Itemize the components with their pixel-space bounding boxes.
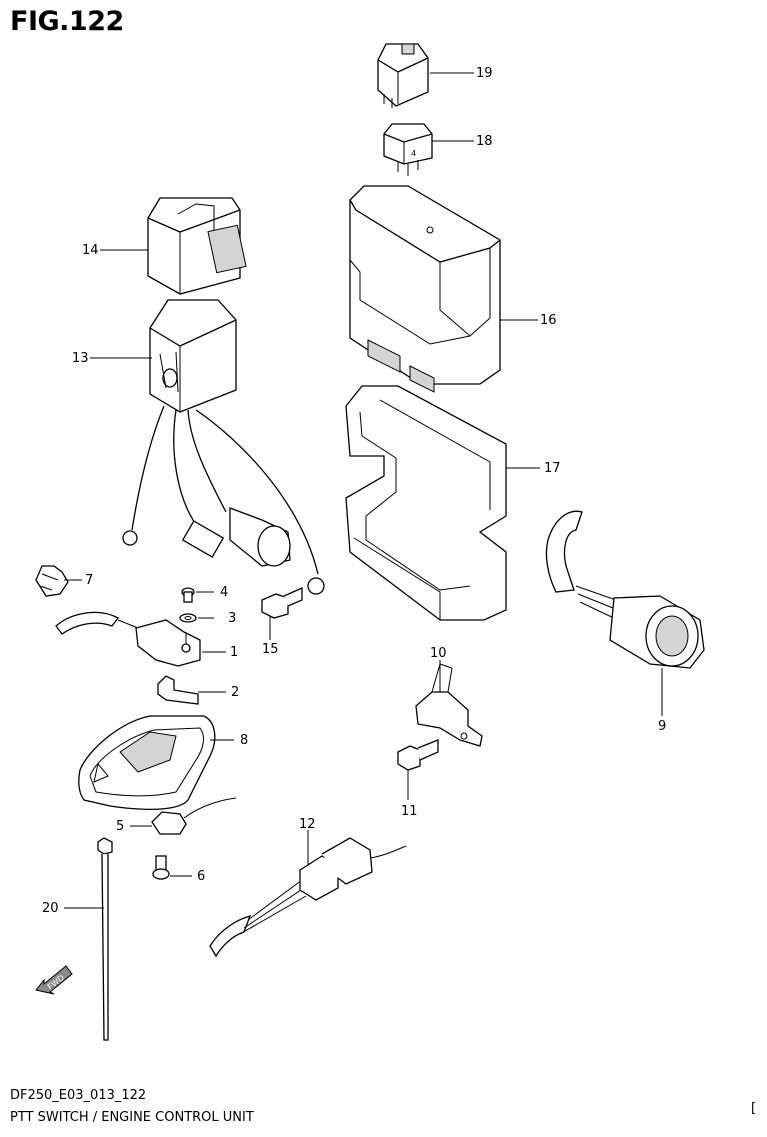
callout-13: 13 xyxy=(72,351,89,366)
callout-5: 5 xyxy=(116,819,125,834)
callout-4: 4 xyxy=(220,585,229,600)
callout-9: 9 xyxy=(658,719,667,734)
callout-6: 6 xyxy=(197,869,206,884)
forward-arrow-icon: FWD xyxy=(35,965,73,995)
part-14-connector-cover xyxy=(100,197,247,295)
part-17-ecu-holder xyxy=(345,385,540,621)
part-18-relay: 4 xyxy=(383,123,474,176)
part-2-bracket xyxy=(157,675,226,705)
part-4-screw xyxy=(181,587,214,603)
callout-20: 20 xyxy=(42,901,59,916)
part-3-washer xyxy=(179,613,214,623)
part-15-bolt xyxy=(261,586,303,640)
callout-8: 8 xyxy=(240,733,249,748)
figure-title: FIG.122 xyxy=(10,6,124,37)
part-11-bolt xyxy=(397,739,439,800)
part-20-cable-tie xyxy=(64,837,113,1041)
part-7-clip xyxy=(35,565,82,597)
callout-1: 1 xyxy=(230,645,239,660)
part-6-screw xyxy=(152,855,192,880)
part-1-ptt-switch xyxy=(55,611,226,667)
edge-bracket-mark: [ xyxy=(751,1101,757,1116)
callout-7: 7 xyxy=(85,573,94,588)
model-code: DF250_E03_013_122 xyxy=(10,1088,147,1103)
part-9-grommet xyxy=(545,510,705,716)
callout-16: 16 xyxy=(540,313,557,328)
callout-18: 18 xyxy=(476,134,493,149)
part-12-harness-connector xyxy=(209,830,407,958)
callout-3: 3 xyxy=(228,611,237,626)
callout-17: 17 xyxy=(544,461,561,476)
figure-caption: PTT SWITCH / ENGINE CONTROL UNIT xyxy=(10,1110,254,1125)
part-13-unit-with-harness xyxy=(90,299,325,595)
part-16-engine-control-unit xyxy=(349,185,538,393)
part-10-clamp xyxy=(415,660,483,747)
callout-11: 11 xyxy=(401,804,418,819)
callout-12: 12 xyxy=(299,817,316,832)
callout-15: 15 xyxy=(262,642,279,657)
callout-2: 2 xyxy=(231,685,240,700)
callout-14: 14 xyxy=(82,243,99,258)
part-19-relay xyxy=(377,43,474,108)
part-5-trim-switch xyxy=(130,797,237,835)
callout-10: 10 xyxy=(430,646,447,661)
callout-19: 19 xyxy=(476,66,493,81)
svg-text:4: 4 xyxy=(411,149,416,158)
part-8-housing xyxy=(78,715,234,811)
